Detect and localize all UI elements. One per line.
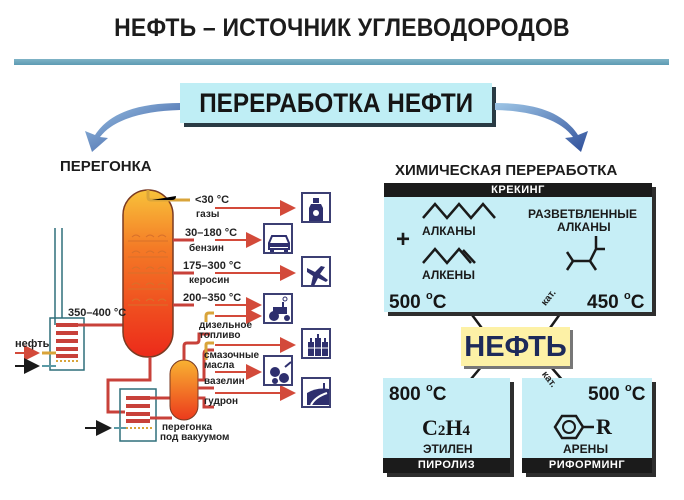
column-trays <box>128 234 168 306</box>
diesel-label-1: дизельное <box>199 320 253 331</box>
pyrolysis-box <box>383 378 510 473</box>
furnace-temp: 350–400 °С <box>68 307 127 319</box>
gears-icon <box>263 355 293 386</box>
reforming-box <box>522 378 652 473</box>
vaseline-label: вазелин <box>204 376 245 387</box>
right-curved-arrow <box>495 103 588 152</box>
cracking-box <box>384 183 652 312</box>
alkenes-label: АЛКЕНЫ <box>422 268 475 282</box>
reforming-header: РИФОРМИНГ <box>522 458 652 473</box>
vacuum-furnace <box>119 388 157 442</box>
plus-sign: + <box>396 226 411 253</box>
arenes-label: АРЕНЫ <box>563 442 609 456</box>
pyrolysis-temp: 800 оС <box>389 382 447 405</box>
tractor-icon <box>263 293 293 324</box>
alkanes-label: АЛКАНЫ <box>422 224 476 238</box>
cracking-temp-right: 450 оС <box>587 290 645 313</box>
vacuum-label-1: перегонка <box>162 422 213 433</box>
oil-input-label: нефть <box>15 338 50 350</box>
substituent-r: R <box>596 414 612 439</box>
page-title: НЕФТЬ – ИСТОЧНИК УГЛЕВОДОРОДОВ <box>114 14 570 42</box>
pyrolysis-header: ПИРОЛИЗ <box>383 458 510 473</box>
fraction-name-petrol: бензин <box>189 243 224 254</box>
gas-bottle-icon <box>301 192 331 223</box>
ethylene-label: ЭТИЛЕН <box>423 442 473 456</box>
tar-label: гудрон <box>204 396 239 407</box>
vacuum-label-2: под вакуумом <box>160 432 230 443</box>
road-icon <box>301 377 331 408</box>
branched-alkane-structure <box>565 236 605 271</box>
alkene-zigzag <box>422 247 472 265</box>
chemical-title: ХИМИЧЕСКАЯ ПЕРЕРАБОТКА <box>395 162 618 179</box>
furnace <box>49 317 85 371</box>
fraction-name-gas: газы <box>196 209 220 220</box>
ethylene-formula: C2H4 <box>422 415 471 440</box>
oil-bottles-icon <box>301 328 331 359</box>
airplane-icon <box>301 256 331 287</box>
branched-label-1: РАЗВЕТВЛЕННЫЕ <box>528 207 638 221</box>
car-icon <box>263 223 293 254</box>
furnace-coil <box>56 323 78 358</box>
distillation-title: ПЕРЕГОНКА <box>60 158 152 175</box>
alkane-zigzag <box>422 202 496 220</box>
title-divider <box>14 59 669 65</box>
oil-center-box: НЕФТЬ <box>461 327 570 366</box>
fraction-name-kerosene: керосин <box>189 275 230 286</box>
oils-label-2: масла <box>204 360 235 371</box>
diesel-label-2: топливо <box>199 330 241 341</box>
fraction-temp-diesel: 200–350 °С <box>183 292 242 304</box>
fraction-temp-kerosene: 175–300 °С <box>183 260 242 272</box>
fraction-temp-petrol: 30–180 °С <box>185 227 238 239</box>
benzene-ring-icon <box>553 414 585 440</box>
cracking-header: КРЕКИНГ <box>384 183 652 197</box>
main-topic-box: ПЕРЕРАБОТКА НЕФТИ <box>180 83 492 123</box>
fraction-temp-gas: <30 °С <box>195 194 230 206</box>
oils-label-1: смазочные <box>204 350 260 361</box>
branched-label-2: АЛКАНЫ <box>557 220 611 234</box>
cracking-temp-left: 500 оС <box>389 290 447 313</box>
left-curved-arrow <box>85 103 180 152</box>
reforming-temp: 500 оС <box>588 382 646 405</box>
main-topic-label: ПЕРЕРАБОТКА НЕФТИ <box>199 88 473 118</box>
